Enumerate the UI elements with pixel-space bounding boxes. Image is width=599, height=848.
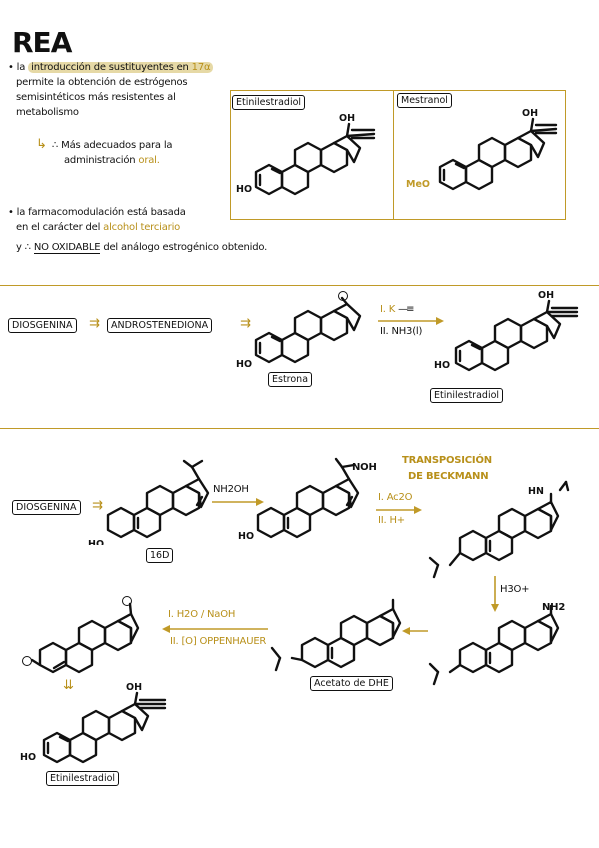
estrona-structure: HO	[236, 296, 362, 370]
oh-label: OH	[126, 682, 142, 693]
hn-label: HN	[528, 486, 544, 497]
etinilestradiol-product-1: OH HO	[434, 290, 579, 372]
noh-label: NOH	[352, 462, 377, 473]
acetato-dhe-label: Acetato de DHE	[310, 676, 393, 691]
ketone-o-icon	[122, 596, 132, 606]
synth1-step-1: I. K —≡	[380, 304, 415, 315]
step-ii-reagent: II. [O] OPPENHAUER	[170, 636, 267, 647]
step1-text: I. K	[380, 304, 396, 315]
double-arrow-icon: ⇉	[89, 316, 100, 331]
intro-bullet-1-body: permite la obtención de estrógenos semis…	[16, 75, 231, 120]
reaction-arrow-4	[491, 576, 499, 612]
bullet1-line-1: permite la obtención de estrógenos	[16, 77, 188, 88]
h3o-reagent: H3O+	[500, 584, 530, 595]
nh2-label: NH2	[542, 602, 566, 613]
oxime-structure: HO	[238, 457, 360, 542]
reaction-arrow-6	[162, 625, 268, 633]
bullet2-line-1: • la farmacomodulación está basada	[8, 207, 186, 218]
reaction-arrow-1	[378, 317, 444, 325]
bullet2-line-3-suffix: del análogo estrogénico obtenido.	[103, 242, 268, 253]
etinilestradiol-product-2: OH HO	[20, 682, 167, 764]
reaction-arrow-5	[402, 627, 428, 635]
double-arrow-icon: ⇉	[92, 498, 103, 513]
ho-label: HO	[88, 539, 104, 545]
diosgenina-box-2: DIOSGENINA	[12, 500, 81, 515]
bullet1-line-2: semisintéticos más resistentes al	[16, 92, 176, 103]
androstenediona-box: ANDROSTENEDIONA	[107, 318, 213, 333]
diosgenina-box-1: DIOSGENINA	[8, 318, 77, 333]
nh2oh-reagent: NH2OH	[213, 484, 249, 495]
reaction-arrow-2	[212, 498, 264, 506]
meo-label: MeO	[406, 179, 430, 190]
bullet2-line-3-prefix: y ∴	[16, 242, 31, 253]
section-divider-2	[0, 428, 599, 429]
bullet2-no-oxidable: NO OXIDABLE	[33, 242, 101, 254]
ketone-o-icon	[338, 291, 348, 301]
reaction-arrow-3	[376, 506, 422, 514]
ho-label: HO	[20, 752, 36, 763]
sub-line-1: ∴ Más adecuados para la	[52, 140, 173, 151]
etinilestradiol-label-1: Etinilestradiol	[430, 388, 504, 403]
intro-bullet-2-line-3: y ∴ NO OXIDABLE del análogo estrogénico …	[16, 240, 356, 255]
intro-bullet-1: • la introducción de sustituyentes en 17…	[8, 60, 238, 75]
bullet1-highlight-text: introducción de sustituyentes en	[31, 62, 189, 73]
synth1-step-2: II. NH3(l)	[380, 326, 423, 337]
page-title: REA	[12, 26, 72, 59]
table-header-etinilestradiol: Etinilestradiol	[232, 95, 306, 110]
bullet1-line-3: metabolismo	[16, 107, 79, 118]
bullet1-prefix: • la	[8, 62, 26, 73]
oh-label: OH	[339, 113, 355, 124]
ketone-o-icon	[22, 656, 32, 666]
oh-label: OH	[538, 290, 554, 301]
comparison-table	[230, 90, 566, 220]
double-down-arrow-icon: ⇊	[63, 678, 74, 693]
bullet1-highlight-17a: 17α	[191, 62, 211, 73]
bullet1-highlight: introducción de sustituyentes en 17α	[28, 62, 214, 73]
acetamide-structure: HN	[428, 480, 570, 579]
double-arrow-icon: ⇉	[240, 316, 251, 331]
hplus-reagent: II. H+	[378, 515, 405, 526]
step-i-reagent: I. H2O / NaOH	[168, 609, 236, 620]
acetato-dhe-structure	[270, 598, 402, 672]
intro-bullet-2: • la farmacomodulación está basada en el…	[8, 205, 268, 235]
ho-label: HO	[434, 360, 450, 371]
ho-label: HO	[238, 531, 254, 542]
beckmann-line-1: TRANSPOSICIÓN	[402, 455, 492, 466]
androstenedione-structure	[30, 602, 140, 674]
intro-sub-point: ∴ Más adecuados para la administración o…	[52, 138, 222, 168]
amine-structure	[428, 604, 560, 686]
ho-label: HO	[236, 359, 252, 370]
ac2o-reagent: I. Ac2O	[378, 492, 413, 503]
bullet2-line-2-prefix: en el carácter del	[16, 222, 101, 233]
section-divider-1	[0, 285, 599, 286]
ho-label: HO	[236, 184, 252, 195]
sub-line-oral: oral.	[138, 155, 160, 166]
mestranol-structure: OH MeO	[406, 108, 558, 191]
oh-label: OH	[522, 108, 538, 119]
sub-line-2: administración	[64, 155, 136, 166]
16d-structure: HO	[88, 459, 210, 545]
table-divider	[393, 90, 394, 220]
etinilestradiol-label-2: Etinilestradiol	[46, 771, 120, 786]
16d-label: 16D	[146, 548, 174, 563]
etinilestradiol-structure: OH HO	[236, 113, 376, 196]
curved-arrow-icon: ↳	[36, 137, 47, 152]
bullet2-alcohol-terciario: alcohol terciario	[103, 222, 181, 233]
table-header-mestranol: Mestranol	[397, 93, 452, 108]
beckmann-line-2: DE BECKMANN	[408, 471, 489, 482]
estrona-label: Estrona	[268, 372, 313, 387]
